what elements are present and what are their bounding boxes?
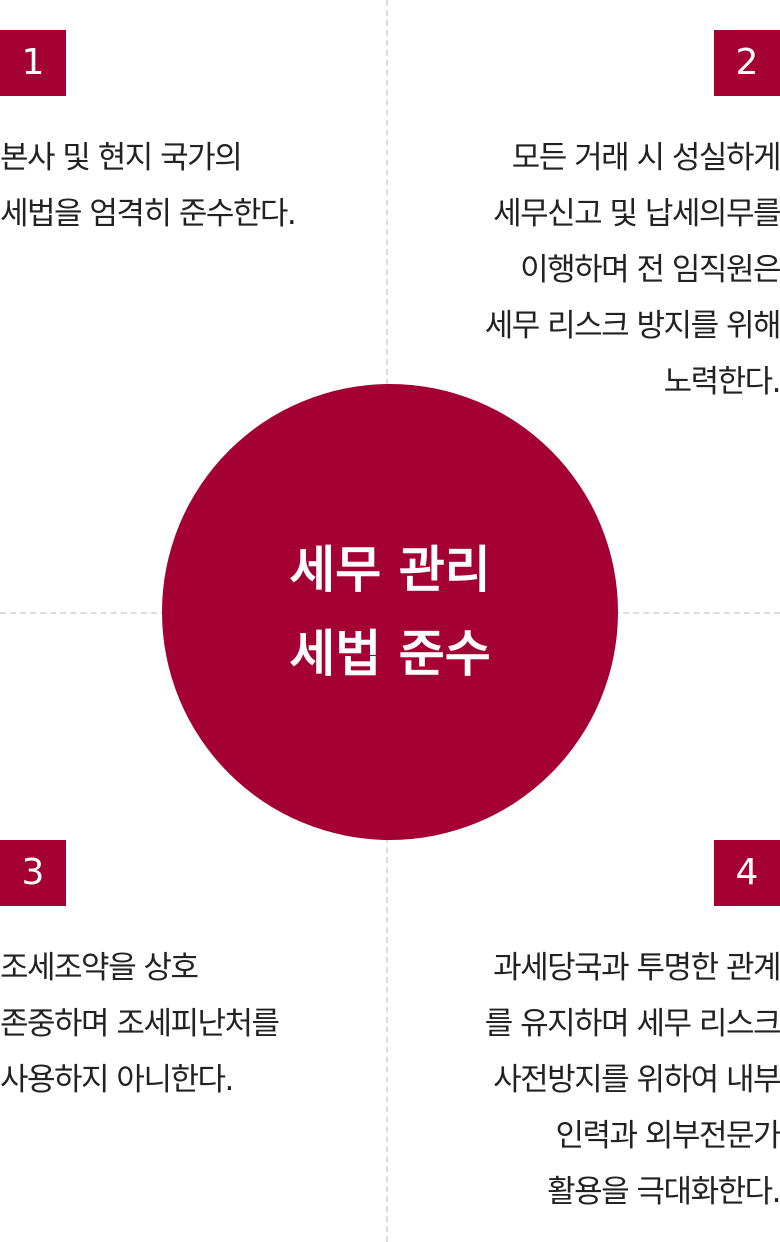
quadrant-4-line: 인력과 외부전문가 <box>555 1118 780 1154</box>
quadrant-2-number-badge: 2 <box>714 30 780 96</box>
quadrant-1-description: 본사 및 현지 국가의 세법을 엄격히 준수한다. <box>0 130 380 242</box>
center-circle: 세무 관리 세법 준수 <box>162 384 618 840</box>
quadrant-4-line: 활용을 극대화한다. <box>547 1174 780 1210</box>
quadrant-4-line: 과세당국과 투명한 관계 <box>493 950 780 986</box>
quadrant-2-line: 세무 리스크 방지를 위해 <box>484 308 780 344</box>
quadrant-3-line: 존중하며 조세피난처를 <box>0 1006 280 1042</box>
quadrant-1-number-badge: 1 <box>0 30 66 96</box>
quadrant-4-line: 를 유지하며 세무 리스크 <box>484 1006 780 1042</box>
quadrant-3-line: 조세조약을 상호 <box>0 950 199 986</box>
center-title-line-1: 세무 관리 <box>289 541 491 599</box>
quadrant-1-line: 본사 및 현지 국가의 <box>0 140 243 176</box>
quadrant-2-line: 이행하며 전 임직원은 <box>520 252 780 288</box>
quadrant-3-number-badge: 3 <box>0 840 66 906</box>
quadrant-2-line: 세무신고 및 납세의무를 <box>493 196 780 232</box>
quadrant-4-description: 과세당국과 투명한 관계 를 유지하며 세무 리스크 사전방지를 위하여 내부 … <box>400 940 780 1220</box>
quadrant-1-line: 세법을 엄격히 준수한다. <box>0 196 297 232</box>
quadrant-3-description: 조세조약을 상호 존중하며 조세피난처를 사용하지 아니한다. <box>0 940 380 1108</box>
quadrant-2-description: 모든 거래 시 성실하게 세무신고 및 납세의무를 이행하며 전 임직원은 세무… <box>400 130 780 410</box>
quadrant-3-line: 사용하지 아니한다. <box>0 1062 234 1098</box>
quadrant-2-line: 노력한다. <box>663 364 780 400</box>
quadrant-4-number-badge: 4 <box>714 840 780 906</box>
center-title-line-2: 세법 준수 <box>289 625 491 683</box>
quadrant-4-line: 사전방지를 위하여 내부 <box>493 1062 780 1098</box>
quadrant-2-line: 모든 거래 시 성실하게 <box>511 140 780 176</box>
